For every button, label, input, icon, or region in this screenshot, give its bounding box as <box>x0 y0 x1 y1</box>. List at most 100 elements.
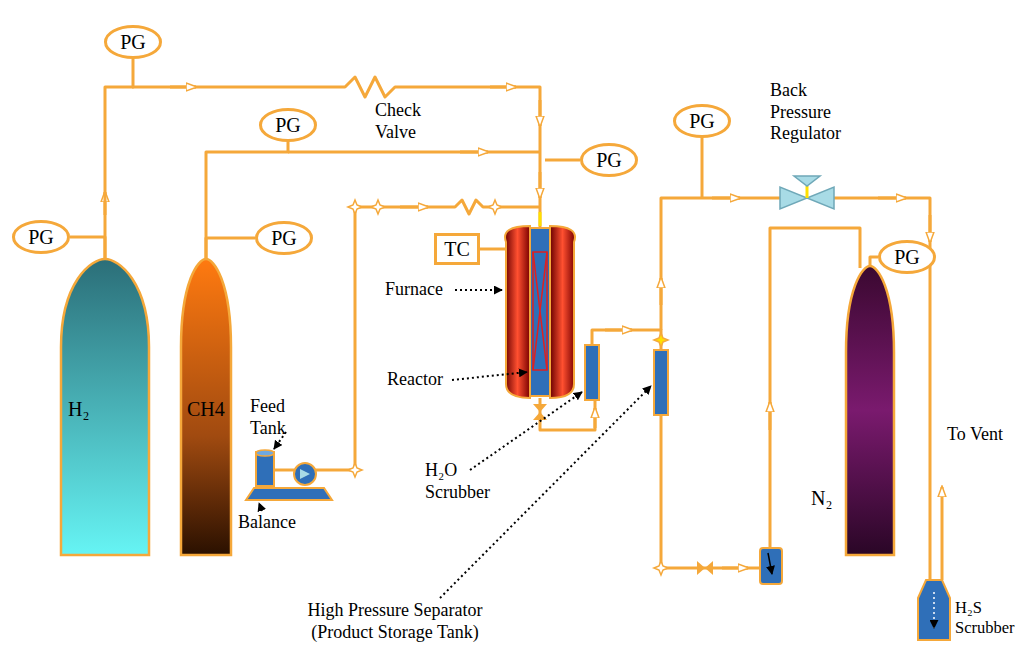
pipework <box>941 487 944 580</box>
leader-line <box>259 290 651 598</box>
pressure-gauge: PG <box>580 143 638 177</box>
pipework <box>661 415 760 568</box>
valve <box>533 404 713 575</box>
reactor-tube <box>533 252 547 370</box>
gauge-outline <box>106 27 161 58</box>
flow-arrow <box>929 215 932 242</box>
valve <box>705 561 713 575</box>
gauge-outline <box>257 223 312 254</box>
pressure-gauge: PG <box>12 220 70 254</box>
product-tank <box>760 548 782 584</box>
cylinder-label: CH4 <box>187 398 225 420</box>
pressure-gauge: PG <box>255 221 313 255</box>
flow-arrow <box>105 87 930 568</box>
pipe-fitting <box>348 463 362 477</box>
scrubber-label: H₂O Scrubber <box>425 460 505 503</box>
valve <box>533 404 547 412</box>
back-pressure-regulator <box>780 187 807 209</box>
back-pressure-regulator <box>794 176 820 186</box>
pipework <box>132 77 942 580</box>
pipework <box>592 330 661 350</box>
cylinder-outline <box>61 259 149 555</box>
pressure-gauge: PG <box>104 25 162 59</box>
flow-arrow <box>605 329 632 332</box>
cylinder-outline <box>846 266 894 555</box>
back-pressure-regulator <box>806 186 809 198</box>
product-tank <box>760 548 782 584</box>
gauge-label: PG <box>271 227 297 249</box>
pipework <box>480 248 506 251</box>
pipework <box>274 469 295 472</box>
flow-arrow <box>722 567 748 570</box>
gauge-label: PG <box>120 31 146 53</box>
balance-label: Balance <box>238 512 318 534</box>
temperature-controller: TC <box>434 233 480 265</box>
pipe-fitting <box>654 561 668 575</box>
furnace <box>550 226 575 398</box>
controller-outline <box>436 235 479 264</box>
pipe-connector <box>70 237 105 258</box>
feed-tank-and-pump <box>246 488 332 500</box>
gas-cylinder: CH4 <box>180 258 232 555</box>
cylinder-label: H₂ <box>68 398 89 420</box>
pipe-connector <box>206 238 255 258</box>
h2s-scrubber <box>933 592 935 628</box>
h2s-scrubber <box>918 580 950 640</box>
gas-cylinder: H₂ <box>60 258 150 555</box>
leader-line <box>455 289 502 291</box>
flow-arrow <box>170 86 196 89</box>
pipework <box>701 137 704 198</box>
gauge-label: PG <box>596 149 622 171</box>
leader-line <box>470 392 582 470</box>
pipe-fitting <box>348 200 668 575</box>
controller-label: TC <box>444 238 470 260</box>
reactor-label: Reactor <box>387 369 467 391</box>
gauge-outline <box>880 242 935 273</box>
high-pressure-separator <box>654 350 668 415</box>
valve-label: Check Valve <box>375 100 437 143</box>
tank-label: Feed Tank <box>250 396 300 439</box>
cylinder-label: N₂ <box>811 487 832 509</box>
pipe-fitting <box>654 333 668 347</box>
pipework <box>288 151 540 154</box>
feed-tank-and-pump <box>256 450 274 456</box>
pressure-gauge: PG <box>259 108 317 142</box>
high-pressure-separator <box>654 350 668 415</box>
pipe-connector <box>870 257 878 265</box>
separator-label: High Pressure Separator (Product Storage… <box>280 600 510 643</box>
furnace-label: Furnace <box>385 279 465 301</box>
gauge-label: PG <box>689 110 715 132</box>
feed-tank-and-pump <box>246 450 332 500</box>
gas-cylinder: N₂ <box>845 265 895 555</box>
reactor-tube <box>533 252 547 370</box>
pipework <box>132 77 540 228</box>
leader-line <box>259 503 262 511</box>
h2s-scrubber <box>918 580 950 640</box>
pressure-gauge: PG <box>673 104 731 138</box>
gauge-label: PG <box>275 114 301 136</box>
flow-arrow <box>460 151 488 154</box>
gauge-label: PG <box>894 246 920 268</box>
scrubber-label: H₂S Scrubber <box>955 598 1019 638</box>
flow-arrow <box>539 100 542 126</box>
vent-label: To Vent <box>947 424 1007 446</box>
back-pressure-regulator <box>780 176 834 209</box>
feed-tank-and-pump <box>294 463 316 485</box>
flow-arrow <box>660 278 663 305</box>
regulator-label: Back Pressure Regulator <box>770 80 854 145</box>
back-pressure-regulator <box>807 187 834 209</box>
flow-arrow <box>878 197 906 200</box>
gauge-outline <box>261 110 316 141</box>
pipework <box>540 398 595 430</box>
furnace <box>505 226 575 398</box>
water-scrubber <box>585 345 599 400</box>
pipe-fitting <box>488 200 502 214</box>
reactor-tube <box>530 212 550 396</box>
leader-line <box>452 372 527 380</box>
feed-tank-and-pump <box>300 469 310 479</box>
flow-arrow <box>490 86 516 89</box>
reactor-tube <box>530 228 550 396</box>
